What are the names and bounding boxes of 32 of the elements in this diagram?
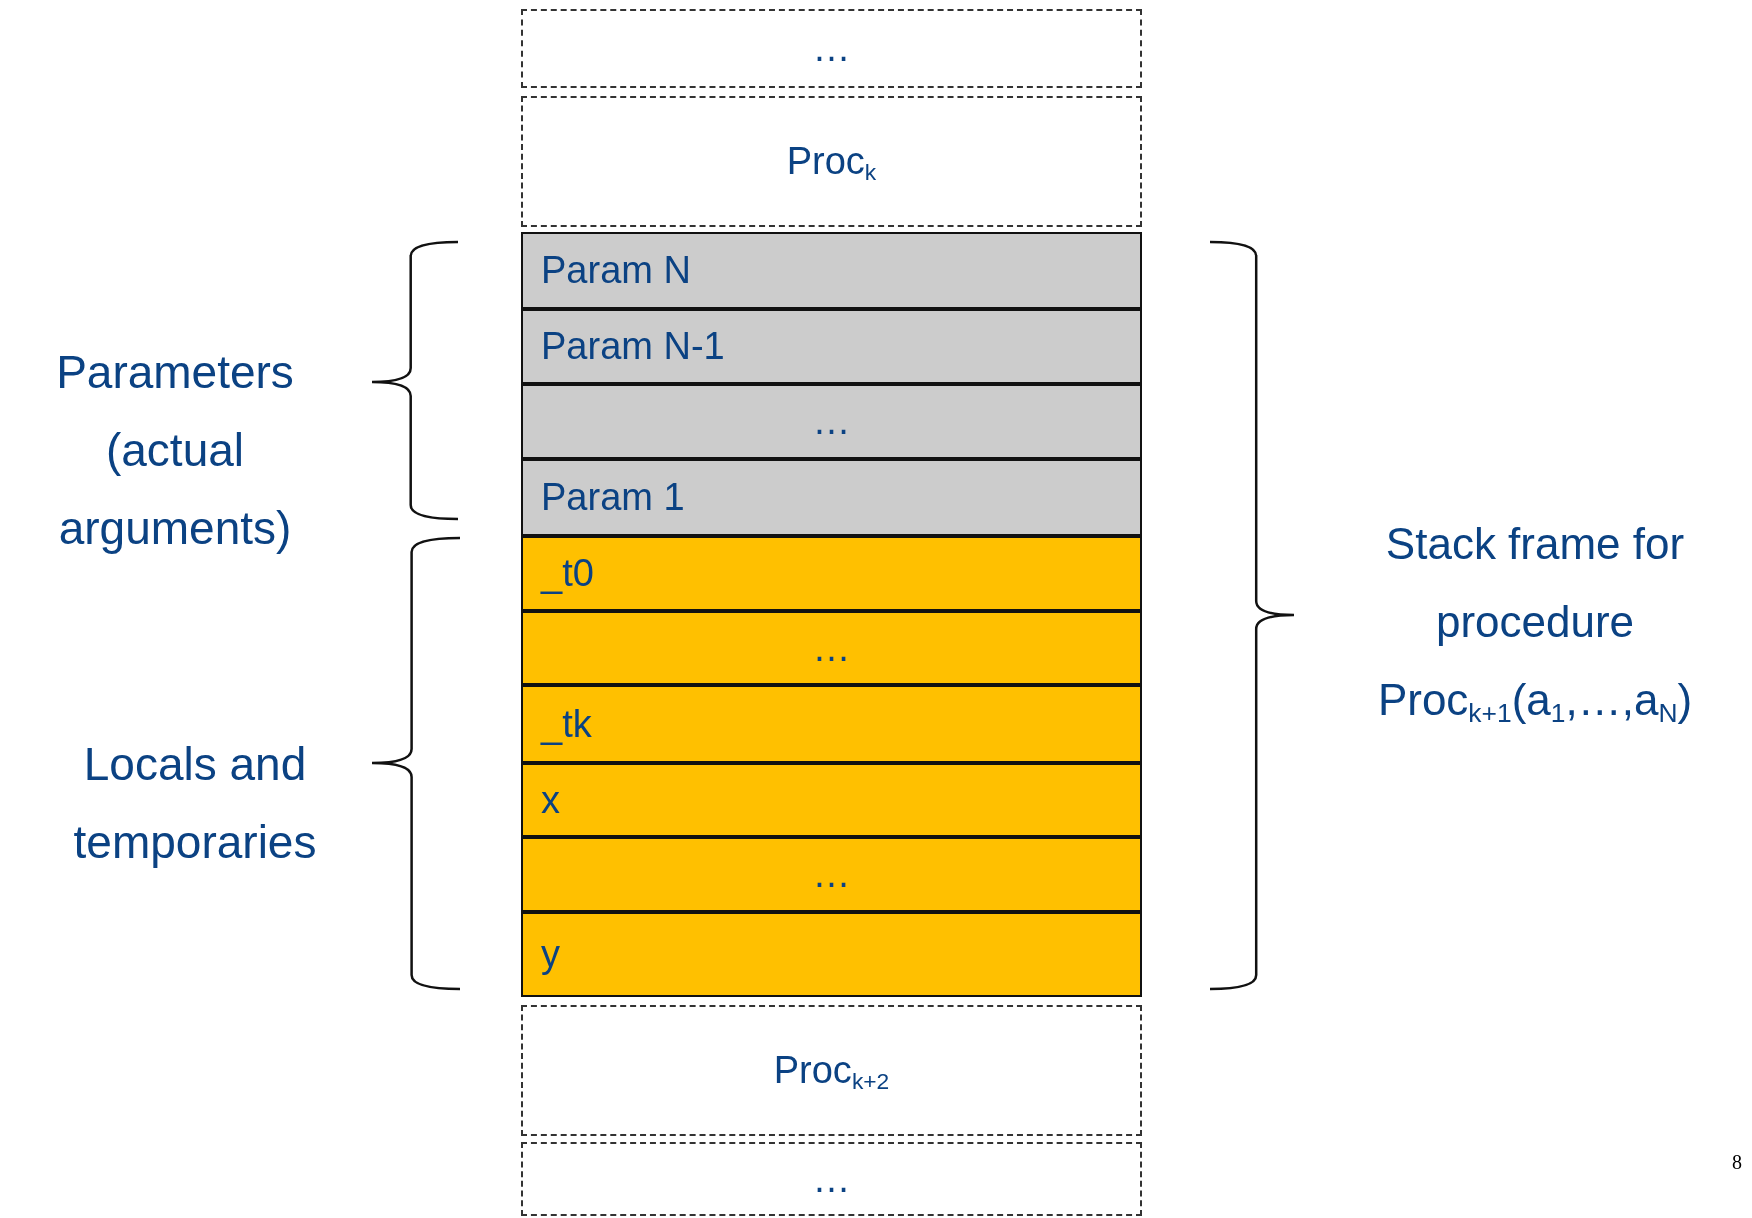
cell-text: … [811,400,852,443]
cell-text: … [811,853,852,896]
cell-text: x [540,778,561,822]
cell-text: _t0 [539,552,595,595]
stack-frame-box [521,9,1142,88]
cell-text: _tk [539,702,593,746]
local-cell [521,536,1142,611]
stack-frame-box [521,1142,1142,1216]
cell-text: Param N [540,249,692,292]
cell-text: y [540,933,561,976]
cell-text: … [811,27,852,70]
parameters-label: Parameters (actual arguments) [55,345,295,556]
cell-text: Param 1 [540,476,686,519]
local-cell [521,837,1142,912]
cell-text: Proc$_{k+2}$ [772,1049,891,1092]
cell-text: Param N-1 [540,325,726,368]
local-cell [521,611,1142,685]
stack-frame-label: Stack frame for procedure Proc$_{k+1}$(a$_{1}$,…,a$_{N}$) [1376,518,1694,730]
parameter-cell [521,309,1142,384]
stack-frame-box [521,1005,1142,1136]
page-number: 8 [1732,1150,1743,1174]
local-cell [521,763,1142,837]
local-cell [521,685,1142,763]
parameter-cell [521,384,1142,459]
local-cell [521,912,1142,997]
stack-frame-box [521,96,1142,227]
cell-text: … [811,626,852,670]
parameter-cell [521,459,1142,536]
parameter-cell [521,232,1142,309]
locals-label: Locals and temporaries [72,737,318,870]
cell-text: Proc$_{k}$ [785,140,878,183]
cell-text: … [811,1157,852,1201]
